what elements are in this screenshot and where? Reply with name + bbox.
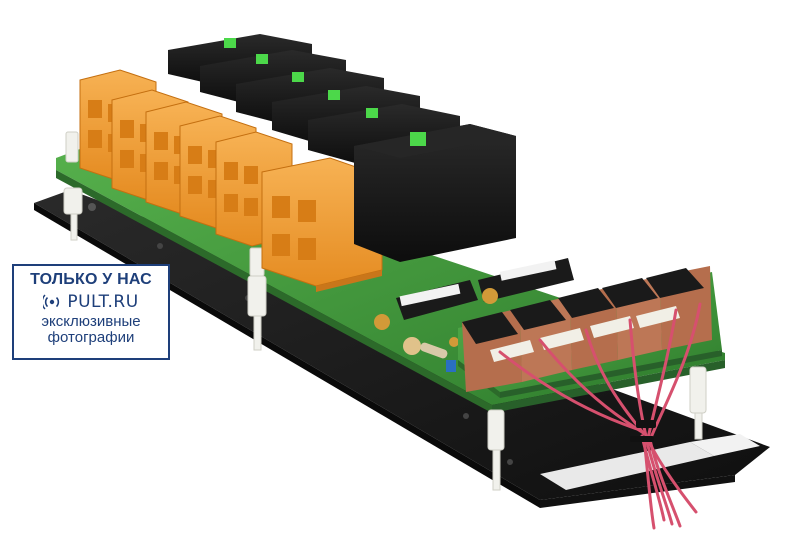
exclusive-photo-badge: ТОЛЬКО У НАС PULT.RU эксклюзивные фотогр…	[12, 264, 170, 360]
signal-rings-icon	[43, 294, 60, 310]
badge-brand: PULT.RU	[14, 292, 168, 312]
relay-indicator-icon	[224, 38, 236, 48]
cable-ties	[630, 420, 656, 442]
terminal-blocks	[79, 69, 383, 292]
caption-line-2: фотографии	[47, 329, 135, 346]
badge-caption: эксклюзивные фотографии	[14, 314, 168, 346]
spec-label	[540, 442, 714, 490]
output-board	[458, 266, 722, 398]
relays	[168, 34, 516, 262]
brand-name: PULT.RU	[67, 292, 139, 312]
electronic-components	[374, 258, 574, 372]
nylon-standoffs	[63, 131, 707, 491]
badge-title: ТОЛЬКО У НАС	[30, 271, 152, 288]
caption-line-1: эксклюзивные	[41, 313, 141, 330]
